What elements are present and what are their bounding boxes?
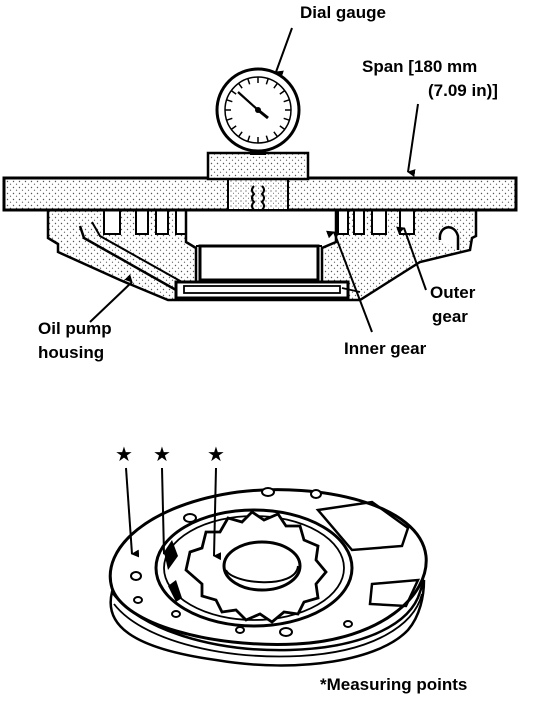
gear-ring [174, 280, 350, 300]
span-label-line1: Span [180 mm [362, 57, 478, 76]
dial-tick [273, 131, 279, 138]
bolt-holes [130, 487, 353, 637]
pump-cross-section [2, 27, 518, 333]
dial-tick [226, 117, 233, 121]
star-icon: ★ [153, 442, 171, 466]
dial-gauge-base [206, 151, 310, 181]
center-bore [222, 540, 302, 592]
star-icon: ★ [207, 442, 225, 466]
oil-pump-label-line1: Oil pump [38, 319, 112, 338]
dial-tick [247, 78, 251, 85]
dial-tick [283, 99, 290, 103]
dial-tick [237, 82, 243, 89]
dial-tick [265, 135, 269, 142]
marker-3: ★ [207, 442, 225, 561]
dial-tick [237, 131, 243, 138]
dial-tick [283, 117, 290, 121]
outer-gear-label-line2: gear [432, 307, 468, 326]
dial-gauge-label: Dial gauge [300, 3, 386, 22]
dial-tick [279, 125, 286, 131]
marker-2: ★ [153, 442, 172, 558]
outer-gear-label-line1: Outer [430, 283, 476, 302]
marker-1: ★ [115, 442, 140, 558]
dial-tick [279, 89, 286, 95]
inner-gear-label: Inner gear [344, 339, 427, 358]
dial-tick [230, 125, 237, 131]
span-label-line2: (7.09 in)] [428, 81, 498, 100]
measuring-points-caption: *Measuring points [320, 675, 468, 694]
dial-gauge [215, 67, 301, 155]
housing-plate-edge [109, 579, 426, 667]
pump-top-view [108, 487, 428, 667]
oil-pump-label-line2: housing [38, 343, 105, 362]
dial-tick [247, 135, 251, 142]
dial-tick [226, 99, 233, 103]
dial-tick [265, 78, 269, 85]
dial-tick [230, 89, 237, 95]
dial-tick [273, 82, 279, 89]
measuring-point-markers: ★ ★ ★ [115, 442, 225, 561]
star-icon: ★ [115, 442, 133, 466]
outer-gear-teeth-right [337, 209, 415, 235]
